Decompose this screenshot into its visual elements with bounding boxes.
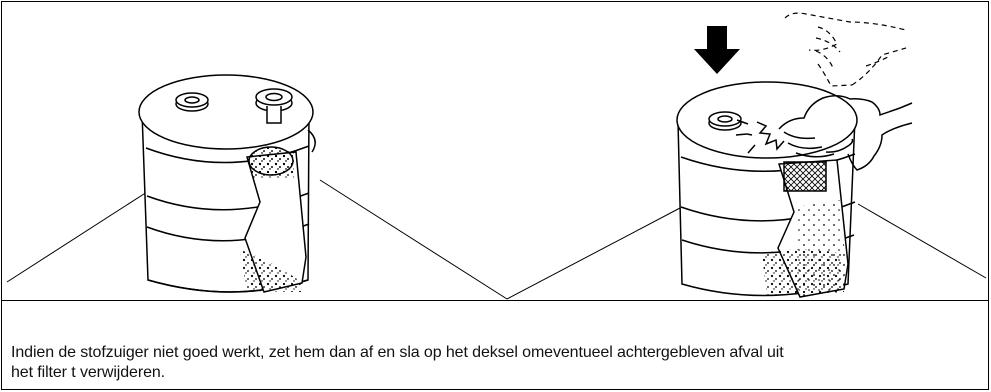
vacuum-cleaning-illustration xyxy=(6,12,987,300)
caption-line-1: Indien de stofzuiger niet goed werkt, ze… xyxy=(11,344,784,361)
floor-lines xyxy=(6,179,987,300)
content-divider xyxy=(2,300,988,301)
hand-impact-icon xyxy=(746,95,913,171)
caption-line-2: het filter t verwijderen. xyxy=(11,364,166,381)
left-canister xyxy=(138,74,316,293)
impact-burst-icon xyxy=(735,119,756,154)
hand-icon xyxy=(784,12,907,87)
down-arrow-icon xyxy=(694,26,740,74)
instruction-caption: Indien de stofzuiger niet goed werkt, ze… xyxy=(11,343,979,383)
right-canister xyxy=(676,81,858,298)
